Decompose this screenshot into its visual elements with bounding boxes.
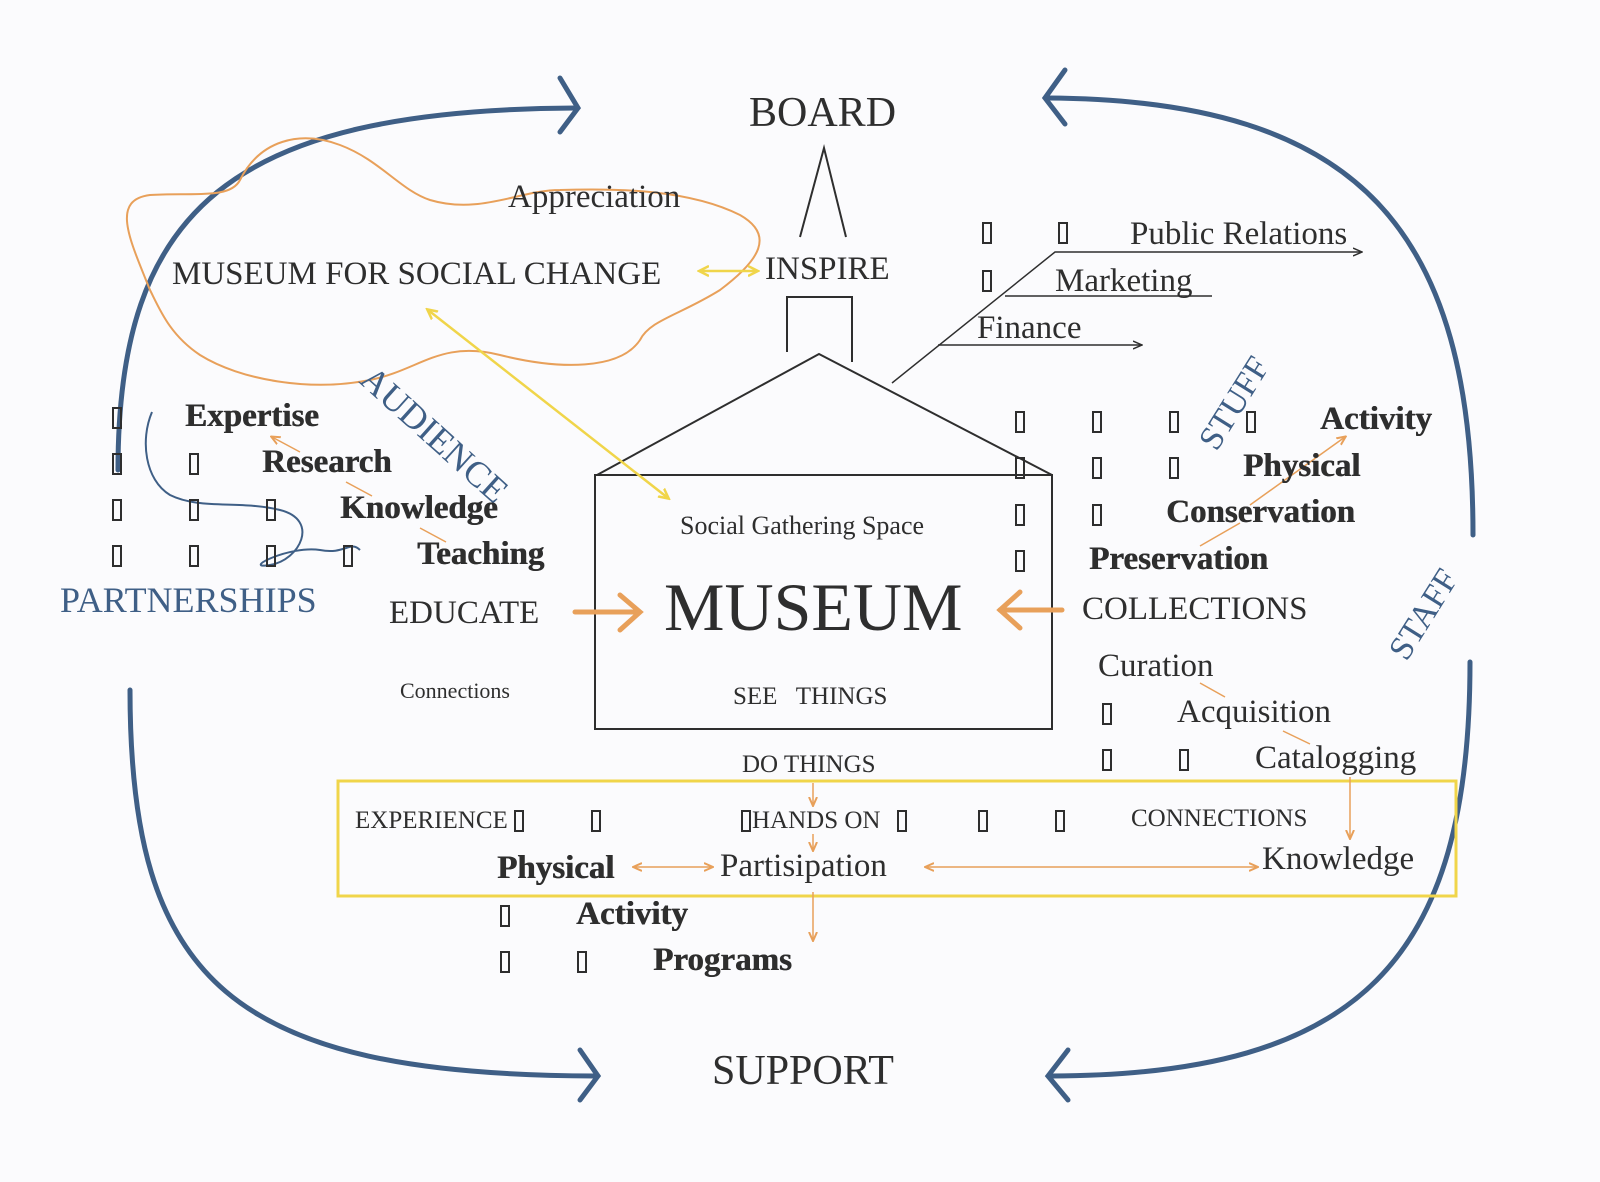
appreciation-scribble: [125, 137, 761, 386]
placeholder-box: [1246, 411, 1256, 433]
do-things-label: DO THINGS: [742, 751, 876, 778]
house-roof: [596, 352, 1053, 476]
placeholder-box: [1015, 504, 1025, 526]
placeholder-box: [1015, 550, 1025, 572]
see-things-label: SEE THINGS: [733, 683, 888, 710]
activity-bottom-label: Activity: [576, 896, 688, 932]
placeholder-box: [577, 951, 587, 973]
museum-house: [594, 352, 1053, 730]
museum-title: MUSEUM: [664, 569, 963, 645]
inspire-label: INSPIRE: [765, 251, 890, 287]
placeholder-box: [189, 453, 199, 475]
appreciation-label: Appreciation: [508, 179, 681, 215]
placeholder-box: [1058, 222, 1068, 244]
placeholder-box: [1015, 411, 1025, 433]
placeholder-box: [591, 810, 601, 832]
placeholder-box: [1102, 749, 1112, 771]
arc-top-right-arrowhead: [1041, 67, 1068, 127]
placeholder-box: [982, 270, 992, 292]
placeholder-box: [1015, 457, 1025, 479]
placeholder-box: [112, 407, 122, 429]
social-gathering-label: Social Gathering Space: [680, 511, 925, 540]
placeholder-box: [982, 222, 992, 244]
arc-top-right: [1045, 95, 1476, 538]
steeple: [786, 144, 853, 362]
placeholder-box: [1179, 749, 1189, 771]
connections-left-label: Connections: [400, 678, 510, 703]
conservation-label: Conservation: [1166, 494, 1355, 530]
hands-on-label: HANDS ON: [752, 807, 881, 834]
placeholder-box: [500, 951, 510, 973]
arc-bottom-left-arrowhead: [577, 1047, 602, 1103]
partnerships-label: PARTNERSHIPS: [60, 580, 317, 620]
collections-label: COLLECTIONS: [1082, 591, 1308, 627]
expertise-label: Expertise: [185, 398, 319, 434]
knowledge-bottom-label: Knowledge: [1262, 841, 1415, 877]
orange-main-arrows: [572, 589, 1065, 633]
placeholder-box: [266, 499, 276, 521]
arrow-social-change-museum: [428, 310, 668, 498]
placeholder-box: [1169, 457, 1179, 479]
placeholder-box: [112, 499, 122, 521]
curation-label: Curation: [1098, 648, 1214, 684]
placeholder-box: [189, 545, 199, 567]
placeholder-box: [514, 810, 524, 832]
placeholder-box: [112, 545, 122, 567]
placeholder-box: [1055, 810, 1065, 832]
placeholder-box: [1092, 411, 1102, 433]
arc-bottom-left: [127, 687, 598, 1079]
arc-bottom-right: [1049, 659, 1473, 1079]
activity-right-label: Activity: [1320, 401, 1432, 437]
house-body: [594, 474, 1053, 730]
programs-label: Programs: [653, 942, 792, 978]
placeholder-box: [266, 545, 276, 567]
placeholder-box: [1102, 703, 1112, 725]
experience-band: [336, 779, 1458, 898]
arc-top-left-arrowhead: [557, 75, 582, 135]
physical-right-label: Physical: [1243, 448, 1361, 484]
preservation-label: Preservation: [1089, 541, 1269, 577]
placeholder-box: [1092, 504, 1102, 526]
educate-label: EDUCATE: [389, 595, 540, 631]
placeholder-box: [1092, 457, 1102, 479]
placeholder-box: [978, 810, 988, 832]
placeholder-box: [500, 905, 510, 927]
admin-branches: [891, 252, 1362, 384]
knowledge-left-label: Knowledge: [340, 490, 498, 526]
partisipation-label: Partisipation: [720, 848, 887, 884]
social-change-label: MUSEUM FOR SOCIAL CHANGE: [172, 256, 662, 292]
physical-bottom-label: Physical: [497, 850, 615, 886]
research-label: Research: [262, 444, 392, 480]
orange-connectors: [272, 437, 1350, 940]
finance-label: Finance: [977, 310, 1082, 346]
yellow-arrows: [428, 271, 757, 498]
public-relations-label: Public Relations: [1130, 216, 1348, 252]
connections-caps-label: CONNECTIONS: [1131, 805, 1308, 832]
placeholder-box: [1169, 411, 1179, 433]
catalogging-label: Catalogging: [1255, 740, 1417, 776]
placeholder-box: [897, 810, 907, 832]
placeholder-box: [189, 499, 199, 521]
marketing-label: Marketing: [1055, 263, 1193, 299]
experience-label: EXPERIENCE: [355, 807, 508, 834]
support-label: SUPPORT: [712, 1048, 894, 1094]
acquisition-label: Acquisition: [1177, 694, 1331, 730]
board-label: BOARD: [749, 90, 897, 136]
teaching-label: Teaching: [417, 536, 545, 572]
placeholder-box: [112, 453, 122, 475]
arc-bottom-right-arrowhead: [1044, 1047, 1071, 1103]
partnerships-squiggle: [144, 411, 361, 567]
placeholder-box: [741, 810, 751, 832]
placeholder-box: [343, 545, 353, 567]
